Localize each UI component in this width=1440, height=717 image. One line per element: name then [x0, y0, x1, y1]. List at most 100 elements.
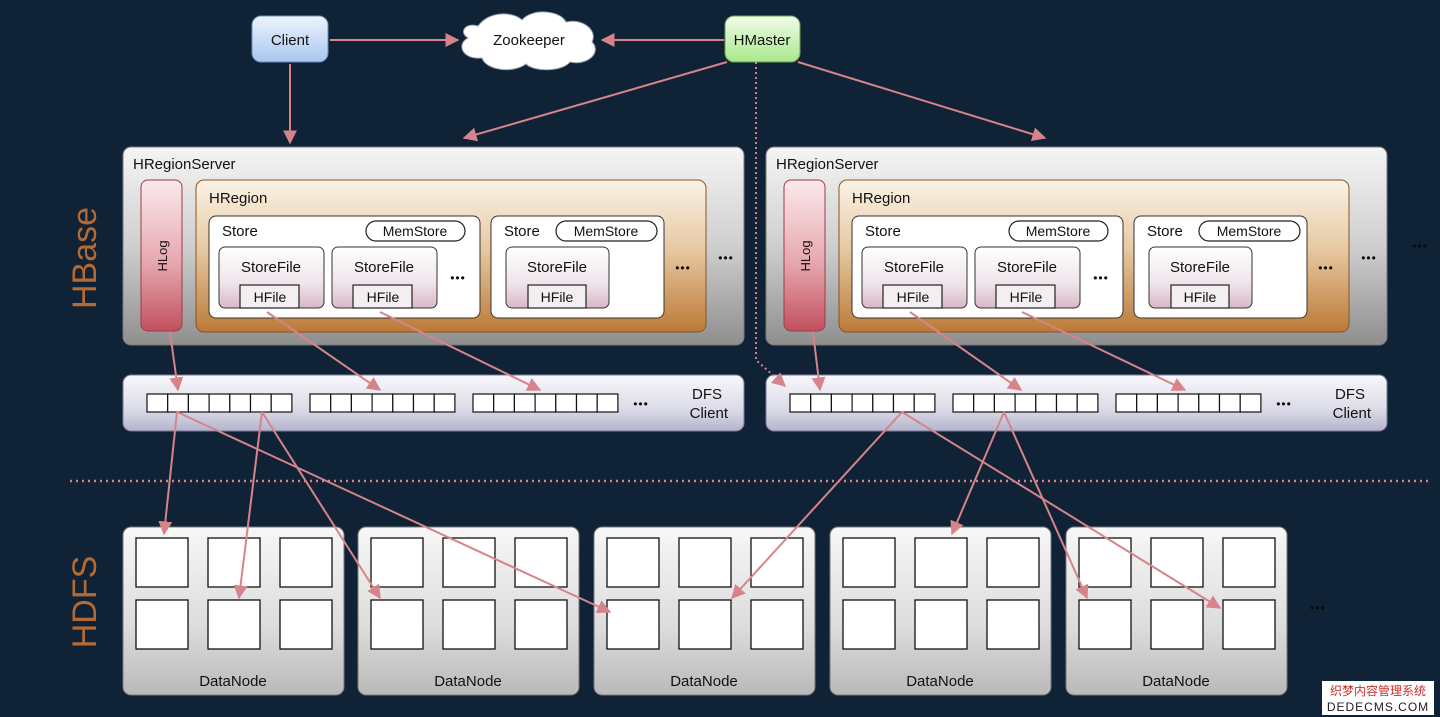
memstore-label: MemStore	[1217, 223, 1282, 239]
arrow	[261, 411, 381, 600]
hregion-title: HRegion	[852, 190, 910, 207]
arrow	[909, 311, 1023, 391]
hfile-label: HFile	[254, 289, 287, 305]
data-block	[1078, 599, 1132, 650]
data-block	[1222, 599, 1276, 650]
data-block	[842, 537, 896, 588]
arrow	[266, 311, 382, 391]
data-block	[135, 537, 189, 588]
datanode-label: DataNode	[199, 673, 267, 690]
connection-arrows	[158, 33, 1222, 614]
datanode-2[interactable]: DataNode	[357, 526, 580, 696]
storefile-label: StoreFile	[1170, 259, 1230, 276]
hregion-more-dots: •••	[675, 261, 691, 275]
storefile-label: StoreFile	[527, 259, 587, 276]
storefile-label: StoreFile	[241, 259, 301, 276]
arrow	[797, 61, 1047, 141]
datanode-3[interactable]: DataNode	[593, 526, 816, 696]
data-block	[442, 599, 496, 650]
arrow	[950, 411, 1005, 536]
data-block	[207, 599, 261, 650]
zookeeper-label: Zookeeper	[493, 32, 565, 49]
watermark-line1: 织梦内容管理系统	[1330, 683, 1426, 698]
data-block	[1150, 537, 1204, 588]
memstore-label: MemStore	[1026, 223, 1091, 239]
datanode-label: DataNode	[1142, 673, 1210, 690]
hlog-label: HLog	[798, 240, 813, 271]
arrow	[176, 411, 612, 614]
hlog-box[interactable]: HLog	[140, 179, 183, 332]
data-block	[279, 599, 333, 650]
arrow	[811, 331, 826, 392]
datanode-1[interactable]: DataNode	[122, 526, 345, 696]
data-block	[842, 599, 896, 650]
hregionserver-title: HRegionServer	[133, 156, 236, 173]
data-block	[986, 537, 1040, 588]
dfs-block-row	[1115, 393, 1262, 413]
client-label: Client	[271, 32, 310, 49]
data-block	[678, 537, 732, 588]
hregion-title: HRegion	[209, 190, 267, 207]
data-block	[606, 599, 660, 650]
data-block	[750, 599, 804, 650]
client-box[interactable]: Client	[251, 15, 329, 63]
memstore-label: MemStore	[574, 223, 639, 239]
data-block	[914, 537, 968, 588]
memstore-label: MemStore	[383, 223, 448, 239]
arrow	[379, 311, 542, 391]
datanode-4[interactable]: DataNode	[829, 526, 1052, 696]
storefile-label: StoreFile	[884, 259, 944, 276]
hfile-label: HFile	[1184, 289, 1217, 305]
hmaster-box[interactable]: HMaster	[724, 15, 801, 63]
dfs-more-dots: •••	[1276, 397, 1292, 411]
arrow	[731, 411, 903, 600]
dfs-block-row	[472, 393, 619, 413]
data-block	[1222, 537, 1276, 588]
datanode-label: DataNode	[906, 673, 974, 690]
dfs-block-row	[952, 393, 1099, 413]
arrow	[901, 411, 1222, 609]
hfile-label: HFile	[367, 289, 400, 305]
hregion-more-dots: •••	[1318, 261, 1334, 275]
data-block	[370, 599, 424, 650]
arrow	[158, 411, 178, 536]
hregionserver-more-dots: •••	[1361, 251, 1377, 265]
data-block	[370, 537, 424, 588]
zookeeper-cloud[interactable]: Zookeeper	[461, 11, 596, 71]
hlog-box[interactable]: HLog	[783, 179, 826, 332]
data-block	[606, 537, 660, 588]
store-more-dots: •••	[1093, 271, 1109, 285]
data-block	[986, 599, 1040, 650]
arrow	[233, 411, 263, 600]
datanode-5[interactable]: DataNode	[1065, 526, 1288, 696]
datanode-label: DataNode	[434, 673, 502, 690]
dfs-more-dots: •••	[633, 397, 649, 411]
hfile-label: HFile	[1010, 289, 1043, 305]
data-block	[514, 599, 568, 650]
store-label: Store	[865, 223, 901, 240]
data-block	[1150, 599, 1204, 650]
data-block	[914, 599, 968, 650]
data-block	[750, 537, 804, 588]
hregionserver-more-dots: •••	[718, 251, 734, 265]
outer-more-dots: •••	[1412, 239, 1428, 253]
